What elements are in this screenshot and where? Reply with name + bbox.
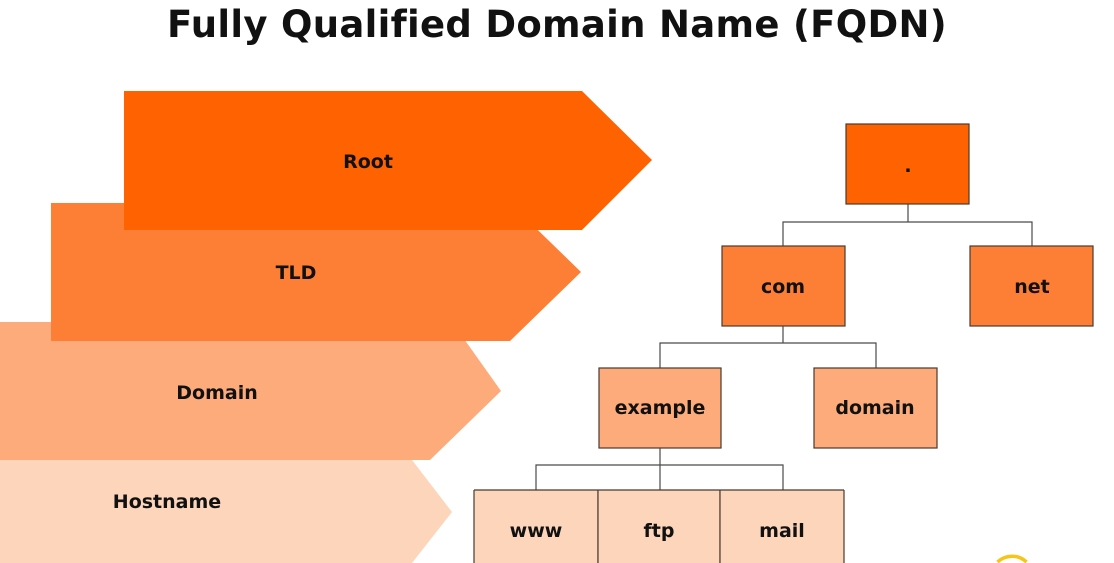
node-net: net (969, 245, 1094, 327)
node-root-label: . (904, 155, 911, 177)
node-mail: mail (719, 489, 845, 563)
level-tld: TLD (51, 203, 581, 341)
node-com: com (721, 245, 846, 327)
node-ftp-label: ftp (644, 520, 675, 542)
node-domain: domain (813, 367, 938, 449)
node-example-label: example (615, 397, 706, 419)
yellow-circle-decoration (996, 554, 1028, 563)
tree-connectors (535, 204, 1033, 490)
diagram-title: Fully Qualified Domain Name (FQDN) (167, 3, 947, 46)
node-domain-label: domain (835, 397, 914, 419)
level-tld-label: TLD (276, 262, 317, 284)
node-com-label: com (761, 276, 805, 298)
node-net-label: net (1014, 276, 1050, 298)
node-ftp: ftp (597, 489, 721, 563)
level-hostname: Hostname (0, 460, 452, 563)
level-hostname-label: Hostname (113, 491, 221, 513)
node-root: . (845, 123, 970, 205)
node-www-label: www (510, 520, 563, 542)
level-root-label: Root (343, 151, 393, 173)
node-www: www (473, 489, 599, 563)
level-root: Root (124, 91, 652, 230)
level-domain-label: Domain (176, 382, 257, 404)
node-mail-label: mail (759, 520, 805, 542)
level-domain: Domain (0, 322, 501, 460)
node-example: example (598, 367, 722, 449)
